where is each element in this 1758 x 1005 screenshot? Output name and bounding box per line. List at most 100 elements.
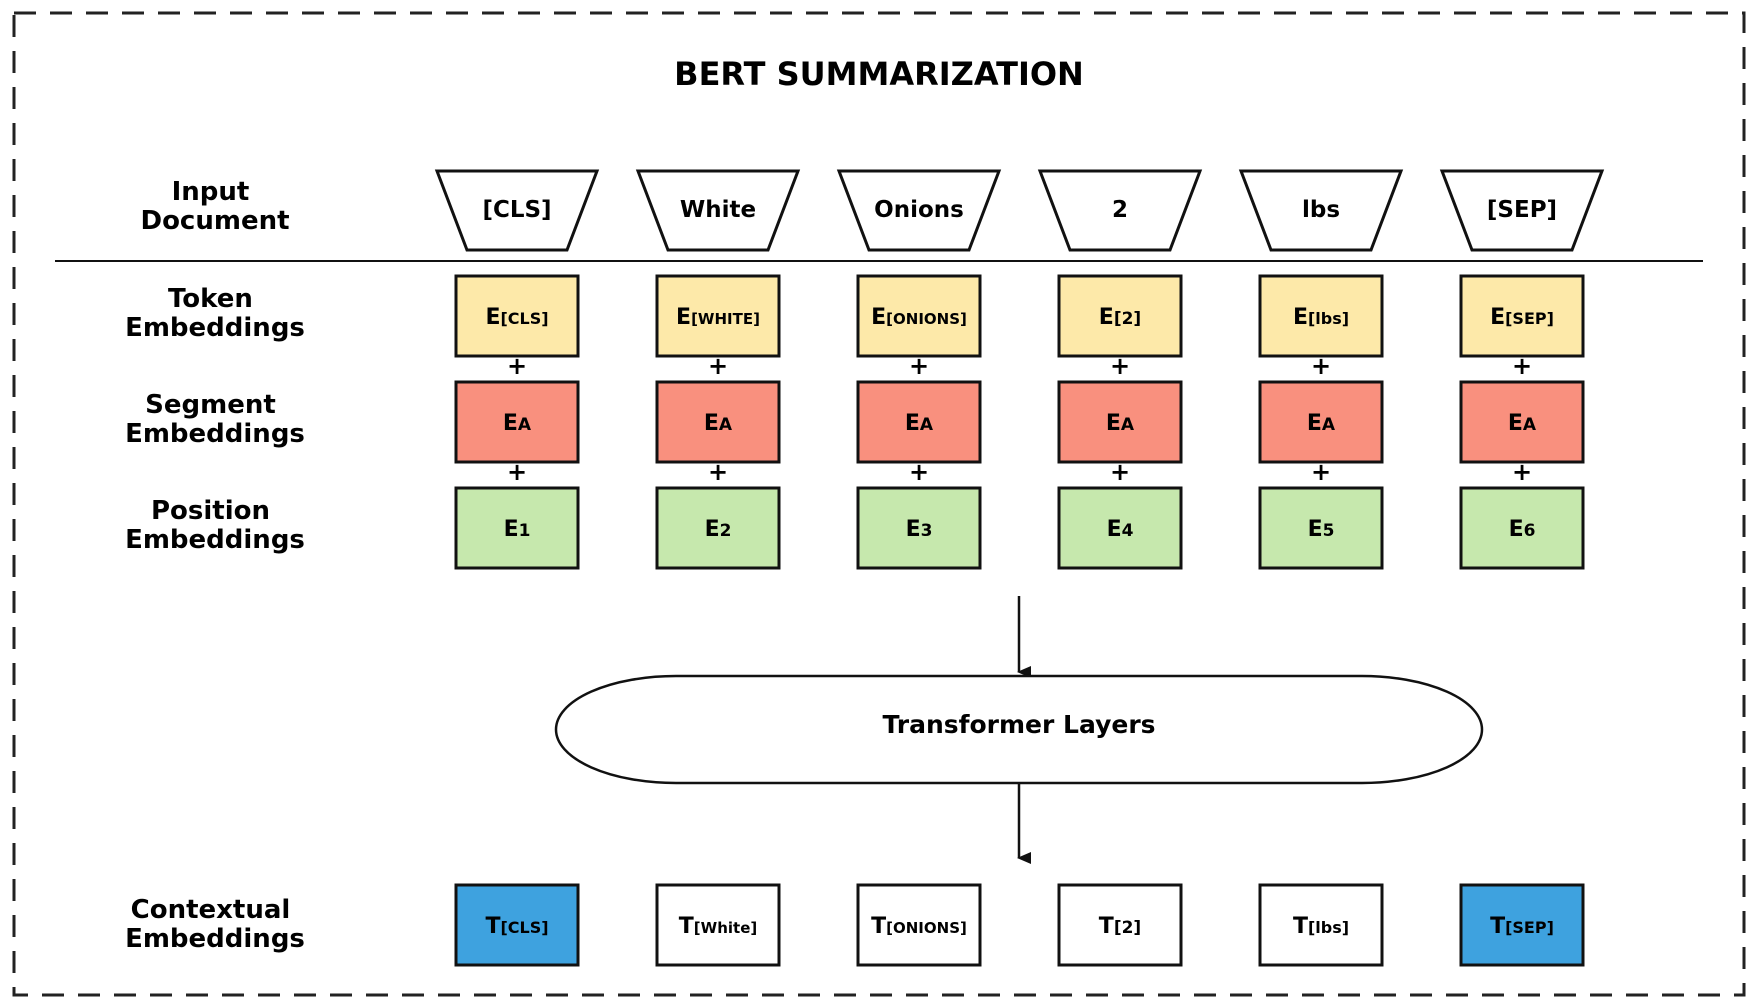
segment-embedding: EA	[1459, 380, 1585, 464]
token-embedding-box	[1258, 274, 1384, 358]
segment-embedding-box	[655, 380, 781, 464]
input-token: White	[635, 169, 801, 252]
position-embedding-label: E2	[705, 517, 732, 542]
segment-embedding-label: EA	[905, 411, 934, 436]
token-embedding-box	[1459, 274, 1585, 358]
position-embedding-label: E6	[1509, 517, 1536, 542]
position-embedding: E2	[655, 486, 781, 570]
input-token: [CLS]	[434, 169, 600, 252]
contextual-embedding: T[CLS]	[454, 883, 580, 967]
contextual-embeddings-label: Contextual Embeddings	[125, 895, 305, 954]
position-embedding: E5	[1258, 486, 1384, 570]
segment-embedding: EA	[1057, 380, 1183, 464]
diagram-title: BERT SUMMARIZATION	[674, 55, 1084, 93]
position-embedding-box	[1057, 486, 1183, 570]
token-embedding-label: E[2]	[1099, 305, 1141, 330]
token-label: Onions	[874, 197, 964, 223]
plus-sign: +	[507, 352, 527, 380]
token-embedding-label: E[WHITE]	[676, 305, 760, 330]
position-embedding-label: E5	[1308, 517, 1335, 542]
contextual-embedding-label: T[ONIONS]	[871, 914, 967, 939]
token-embedding-box	[1057, 274, 1183, 358]
transformer-layers-label: Transformer Layers	[882, 710, 1155, 739]
segment-embedding-label: EA	[704, 411, 733, 436]
contextual-embedding-label: T[lbs]	[1293, 914, 1349, 939]
position-embedding-box	[655, 486, 781, 570]
contextual-embedding-box	[1057, 883, 1183, 967]
token-trapezoid	[836, 169, 1002, 252]
segment-embedding: EA	[454, 380, 580, 464]
contextual-embedding: T[White]	[655, 883, 781, 967]
token-trapezoid	[1238, 169, 1404, 252]
position-embedding-box	[856, 486, 982, 570]
segment-embedding-box	[1258, 380, 1384, 464]
dashed-frame	[12, 11, 1746, 997]
contextual-embedding-label: T[White]	[679, 914, 757, 939]
position-embeddings-label: Position Embeddings	[125, 496, 305, 555]
input-document-label: Input Document	[140, 177, 289, 236]
token-embedding: E[SEP]	[1459, 274, 1585, 358]
token-trapezoid	[1439, 169, 1605, 252]
segment-embedding-box	[1459, 380, 1585, 464]
token-label: lbs	[1302, 197, 1340, 223]
contextual-embedding-box	[1459, 883, 1585, 967]
contextual-embedding: T[SEP]	[1459, 883, 1585, 967]
segment-embedding: EA	[856, 380, 982, 464]
segment-embedding: EA	[1258, 380, 1384, 464]
token-label: [CLS]	[482, 197, 551, 223]
position-embedding: E4	[1057, 486, 1183, 570]
token-embedding-label: E[lbs]	[1293, 305, 1349, 330]
contextual-embedding-label: T[CLS]	[485, 914, 548, 939]
contextual-embedding-label: T[2]	[1099, 914, 1141, 939]
position-embedding-label: E3	[906, 517, 933, 542]
contextual-embedding-box	[655, 883, 781, 967]
contextual-embeddings-row: T[CLS] T[White] T[ONIONS] T[2] T[lbs] T[SEP]	[454, 883, 1585, 967]
token-embedding-label: E[SEP]	[1490, 305, 1554, 330]
segment-embedding-label: EA	[1508, 411, 1537, 436]
position-embedding-box	[1258, 486, 1384, 570]
token-embedding-label: E[CLS]	[485, 305, 548, 330]
token-embedding-label: E[ONIONS]	[871, 305, 967, 330]
token-embedding-box	[454, 274, 580, 358]
token-embedding-box	[655, 274, 781, 358]
segment-embedding-box	[454, 380, 580, 464]
plus-sign: +	[1512, 458, 1532, 486]
position-embedding-label: E4	[1107, 517, 1134, 542]
position-embeddings-row: E1 E2 E3 E4 E5 E6	[454, 486, 1585, 570]
plus-sign: +	[909, 458, 929, 486]
token-embedding: E[CLS]	[454, 274, 580, 358]
contextual-embedding-box	[856, 883, 982, 967]
contextual-embedding: T[lbs]	[1258, 883, 1384, 967]
plus-sign: +	[909, 352, 929, 380]
token-embeddings-label: Token Embeddings	[125, 284, 305, 343]
plus-sign: +	[1311, 352, 1331, 380]
token-trapezoid	[1037, 169, 1203, 252]
plus-signs: ++++++++++++	[507, 352, 1532, 486]
token-embedding-box	[856, 274, 982, 358]
contextual-embedding-box	[454, 883, 580, 967]
position-embedding-label: E1	[504, 517, 531, 542]
input-tokens: [CLS] White Onions 2 lbs [SEP]	[434, 169, 1605, 252]
plus-sign: +	[708, 352, 728, 380]
plus-sign: +	[708, 458, 728, 486]
token-label: 2	[1112, 197, 1128, 223]
position-embedding-box	[454, 486, 580, 570]
position-embedding: E3	[856, 486, 982, 570]
contextual-embedding-box	[1258, 883, 1384, 967]
segment-embeddings-label: Segment Embeddings	[125, 390, 305, 449]
token-embedding: E[ONIONS]	[856, 274, 982, 358]
plus-sign: +	[1311, 458, 1331, 486]
token-label: White	[680, 197, 756, 223]
segment-embedding: EA	[655, 380, 781, 464]
token-label: [SEP]	[1487, 197, 1557, 223]
token-embeddings-row: E[CLS] E[WHITE] E[ONIONS] E[2] E[lbs] E[SEP]	[454, 274, 1585, 358]
segment-embeddings-row: EA EA EA EA EA EA	[454, 380, 1585, 464]
segment-embedding-label: EA	[1307, 411, 1336, 436]
token-embedding: E[lbs]	[1258, 274, 1384, 358]
plus-sign: +	[1512, 352, 1532, 380]
position-embedding-box	[1459, 486, 1585, 570]
segment-embedding-box	[1057, 380, 1183, 464]
segment-embedding-label: EA	[1106, 411, 1135, 436]
input-token: lbs	[1238, 169, 1404, 252]
